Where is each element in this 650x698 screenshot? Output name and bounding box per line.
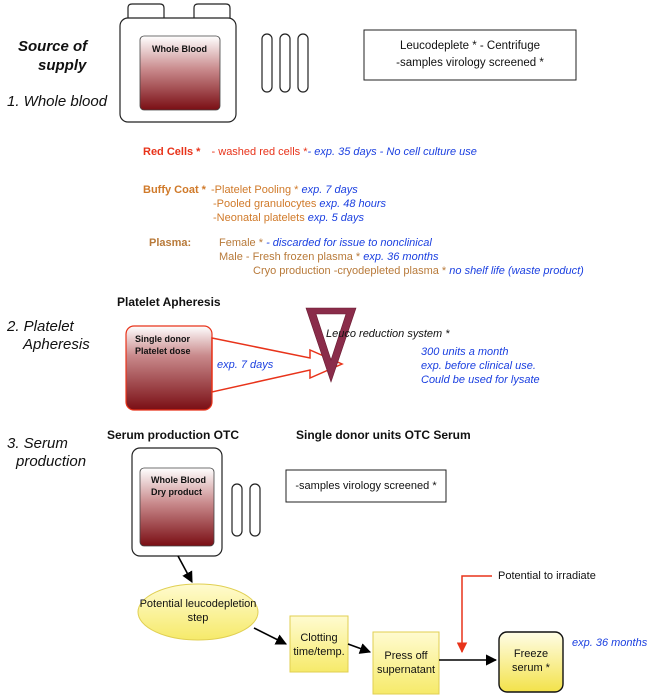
- platelet-exp: exp. 7 days: [217, 359, 274, 371]
- screen-box: [285, 469, 447, 503]
- clotting-label-2: time/temp.: [293, 646, 345, 658]
- leuco-filter-funnel: [305, 307, 357, 383]
- dry-bag-label-1: Whole Blood: [151, 475, 206, 485]
- serum-production-header: Serum production OTC: [107, 428, 239, 442]
- clotting-box: [289, 615, 349, 673]
- arrow-clotting-to-press: [347, 643, 372, 654]
- plasma-item-3: Cryo production -cryodepleted plasma * n…: [253, 265, 584, 278]
- plasma-item-2: Male - Fresh frozen plasma * exp. 36 mon…: [219, 251, 439, 264]
- clotting-label-1: Clotting: [300, 632, 338, 644]
- platelet-bag-label-1: Single donor: [135, 334, 190, 344]
- apheresis-note-2: exp. before clinical use.: [421, 360, 536, 372]
- section-2-title-1: 2. Platelet: [7, 318, 74, 335]
- section-3-title-2: production: [16, 453, 87, 470]
- leuco-reduction-label: Leuco reduction system *: [326, 328, 450, 340]
- freeze-exp: exp. 36 months: [572, 637, 648, 649]
- red-cells-note: - exp. 35 days - No cell culture use: [307, 146, 477, 158]
- section-1-title: 1. Whole blood: [7, 93, 108, 110]
- plasma-item-2-text: Male - Fresh frozen plasma *: [219, 251, 361, 263]
- arrow-ellipse-to-clotting: [253, 627, 288, 645]
- press-box: [372, 631, 440, 695]
- plasma-item-1: Female * - discarded for issue to noncli…: [219, 237, 432, 250]
- plasma-item-1-text: Female *: [219, 237, 264, 249]
- leucodeplete-line-1: Leucodeplete * - Centrifuge: [399, 40, 540, 52]
- leucodeplete-box: [363, 29, 577, 81]
- buffy-coat-label: Buffy Coat *: [143, 184, 206, 196]
- source-title-2: supply: [38, 57, 87, 74]
- buffy-item-1: -Platelet Pooling * exp. 7 days: [211, 184, 358, 197]
- apheresis-note-1: 300 units a month: [421, 346, 509, 358]
- platelet-bag-label-2: Platelet dose: [135, 346, 191, 356]
- press-label-1: Press off: [384, 650, 428, 662]
- whole-blood-bag: [119, 3, 237, 123]
- buffy-item-3: -Neonatal platelets exp. 5 days: [213, 212, 364, 225]
- apheresis-note-3: Could be used for lysate: [421, 374, 540, 386]
- single-donor-header: Single donor units OTC Serum: [296, 428, 471, 442]
- dry-product-bag: [131, 447, 223, 557]
- freeze-label-1: Freeze: [513, 648, 549, 660]
- section-2-title-2: Apheresis: [23, 336, 90, 353]
- freeze-box: [498, 631, 564, 693]
- red-cells-item: - washed red cells *: [211, 146, 308, 158]
- press-label-2: supernatant: [376, 664, 436, 676]
- buffy-item-1-text: -Platelet Pooling *: [211, 184, 299, 196]
- source-title-1: Source of: [18, 38, 88, 55]
- buffy-item-3-note: exp. 5 days: [304, 212, 365, 224]
- plasma-item-3-text: Cryo production -cryodepleted plasma *: [253, 265, 447, 277]
- red-cells-label: Red Cells *: [143, 146, 201, 158]
- plasma-item-3-note: no shelf life (waste product): [446, 265, 584, 277]
- screen-box-text: -samples virology screened *: [295, 480, 437, 492]
- freeze-label-2: serum *: [512, 662, 550, 674]
- buffy-item-2-text: -Pooled granulocytes: [213, 198, 317, 210]
- arrow-bag-to-ellipse: [177, 555, 193, 583]
- buffy-item-3-text: -Neonatal platelets: [213, 212, 305, 224]
- sample-tubes-1: [261, 33, 309, 93]
- sample-tubes-2: [231, 483, 261, 537]
- ellipse-label-2: step: [187, 612, 209, 624]
- plasma-item-1-note: - discarded for issue to nonclinical: [263, 237, 432, 249]
- whole-blood-bag-label: Whole Blood: [152, 44, 207, 54]
- buffy-item-1-note: exp. 7 days: [298, 184, 358, 196]
- section-3-title-1: 3. Serum: [7, 435, 68, 452]
- plasma-label: Plasma:: [149, 237, 192, 249]
- irradiate-line: [456, 575, 492, 654]
- leucodeplete-line-2: -samples virology screened *: [396, 57, 544, 69]
- irradiate-label: Potential to irradiate: [498, 570, 596, 582]
- leucodepletion-ellipse: [137, 583, 259, 641]
- ellipse-label-1: Potential leucodepletion: [139, 598, 257, 610]
- buffy-item-2-note: exp. 48 hours: [316, 198, 387, 210]
- buffy-item-2: -Pooled granulocytes exp. 48 hours: [213, 198, 386, 211]
- platelet-apheresis-header: Platelet Apheresis: [117, 295, 221, 309]
- red-cells-row: Red Cells * - washed red cells *- exp. 3…: [143, 146, 477, 159]
- plasma-item-2-note: exp. 36 months: [360, 251, 439, 263]
- platelet-arrow: [211, 337, 344, 393]
- dry-bag-label-2: Dry product: [151, 487, 203, 497]
